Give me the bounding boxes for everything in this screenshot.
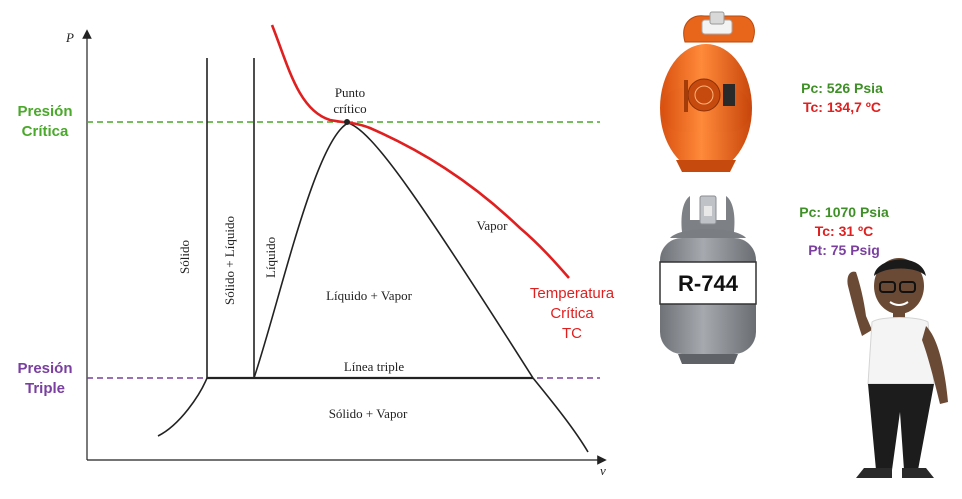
orange-refrigerant-cylinder (660, 11, 755, 172)
orange-pc-value: Pc: 526 Psia (801, 80, 883, 96)
waving-character-illustration (847, 258, 948, 478)
triple-pressure-label-2: Triple (25, 380, 65, 397)
triple-line-label: Línea triple (344, 359, 405, 374)
critical-temp-label-3: TC (562, 325, 582, 342)
critical-pressure-label-1: Presión (17, 103, 72, 120)
p-axis-label: P (65, 30, 74, 45)
orange-tc-value: Tc: 134,7 ºC (803, 99, 881, 115)
sublimation-curve-left (157, 377, 208, 437)
critical-point-label-1: Punto (335, 85, 365, 100)
triple-pressure-label-1: Presión (17, 360, 72, 377)
critical-temp-label-2: Crítica (550, 305, 594, 322)
gray-tc-value: Tc: 31 ºC (815, 223, 874, 239)
critical-point-dot (344, 119, 350, 125)
critical-temp-label-1: Temperatura (530, 285, 615, 302)
critical-point-label-2: crítico (333, 101, 366, 116)
gray-pc-value: Pc: 1070 Psia (799, 204, 889, 220)
critical-isotherm (270, 24, 570, 279)
critical-pressure-label-2: Crítica (22, 123, 69, 140)
gray-pt-value: Pt: 75 Psig (808, 242, 880, 258)
region-vapor-label: Vapor (476, 218, 508, 233)
saturation-dome (253, 122, 534, 379)
region-liquido-label: Líquido (263, 237, 278, 278)
region-liquido-vapor-label: Líquido + Vapor (326, 288, 412, 303)
gray-co2-cylinder: R-744 (659, 195, 757, 364)
sublimation-curve-right (532, 377, 589, 453)
region-solido-label: Sólido (177, 240, 192, 274)
region-solido-liquido-label: Sólido + Líquido (222, 216, 237, 305)
region-solido-vapor-label: Sólido + Vapor (329, 406, 408, 421)
cylinder-label-r744: R-744 (678, 271, 739, 296)
v-axis-label: v (600, 463, 606, 478)
